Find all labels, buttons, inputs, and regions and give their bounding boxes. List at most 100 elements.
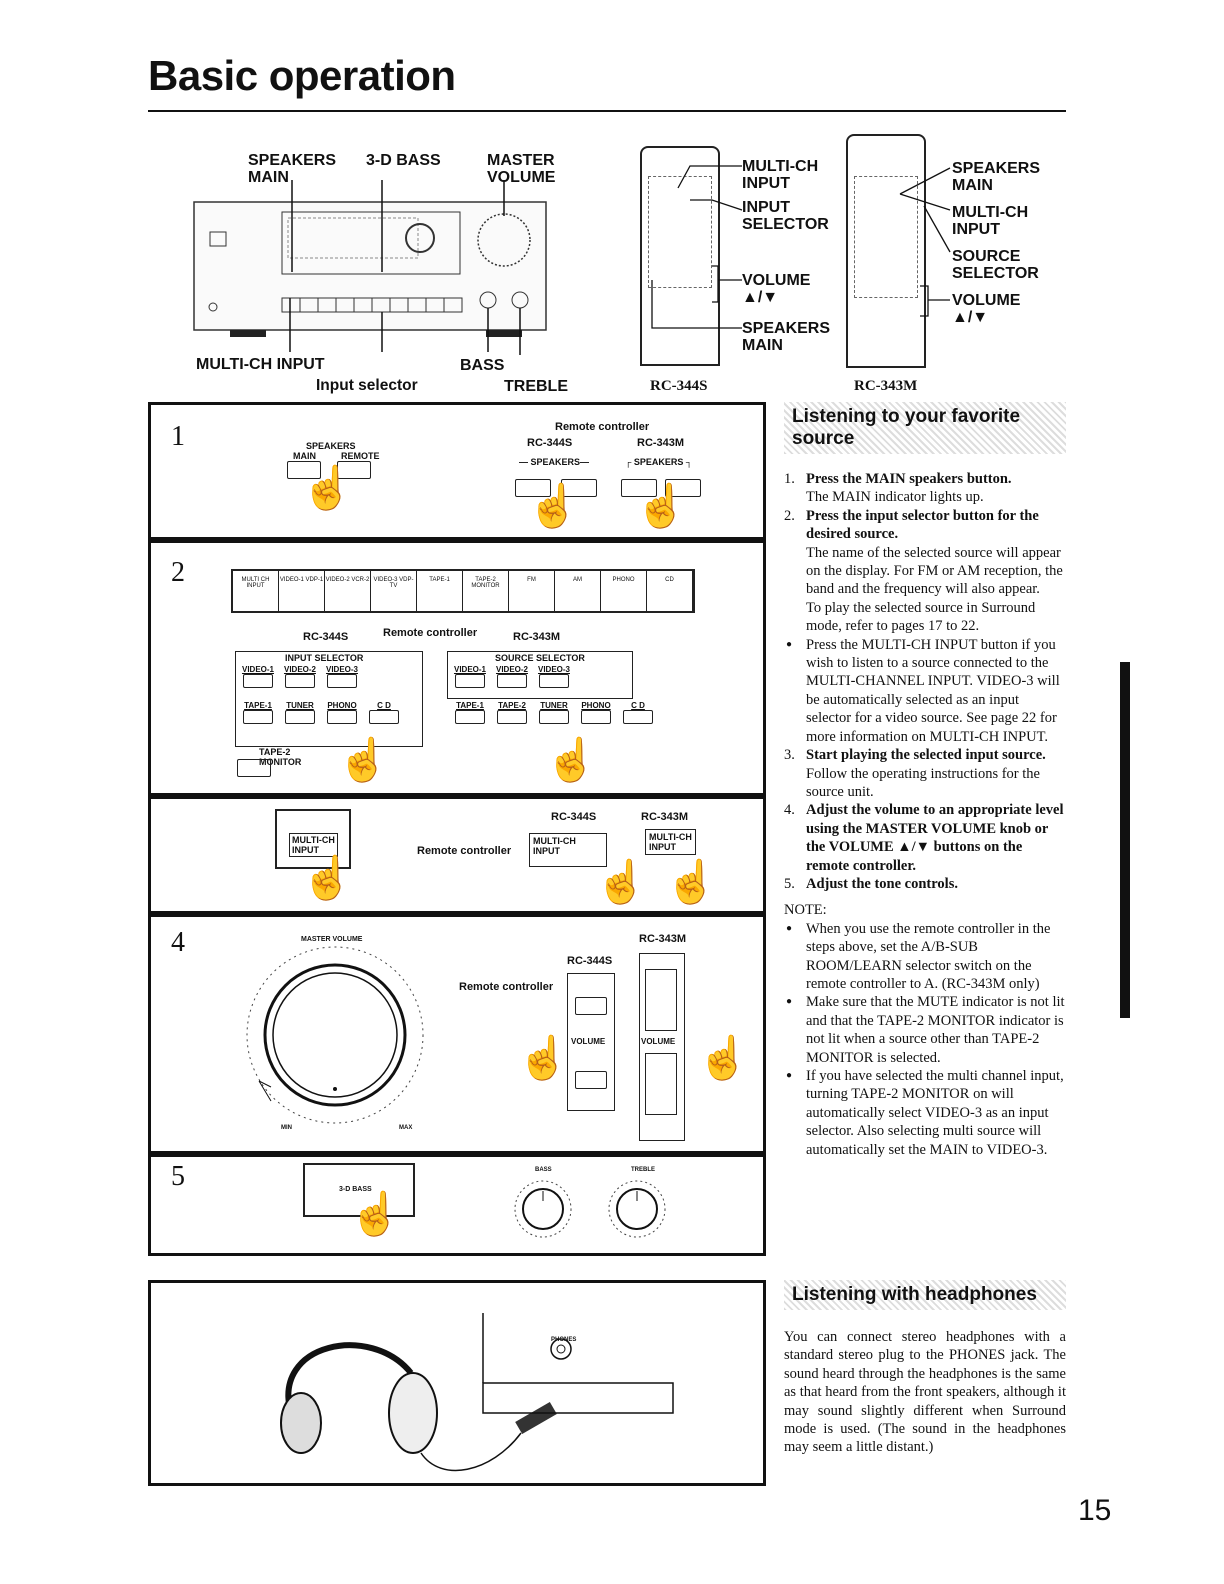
- remote-selector-button: VIDEO-1: [239, 665, 277, 690]
- step-text: The name of the selected source will app…: [806, 544, 1063, 598]
- step4-number: 4: [171, 927, 185, 958]
- remote-selector-button: VIDEO-3: [535, 665, 573, 690]
- pointing-hand-icon: ☝: [665, 858, 718, 905]
- remote-selector-key: [369, 710, 399, 724]
- step2-rc344s-label: RC-344S: [303, 631, 349, 643]
- step1-speakers-label: SPEAKERS: [306, 441, 356, 451]
- step1-remote-button: [337, 461, 371, 479]
- note-item: Make sure that the MUTE indicator is not…: [784, 993, 1066, 1067]
- rc344s-volume-label: VOLUME: [571, 1037, 606, 1046]
- label-multi-ch-input: MULTI-CH INPUT: [196, 356, 325, 373]
- front-selector-button: VIDEO-1 VDP-1: [279, 571, 325, 611]
- rc343m-label-source-selector: SOURCE SELECTOR: [952, 248, 1039, 282]
- step4-rc344s-label: RC-344S: [567, 955, 613, 967]
- front-multi-ch-input-button-outline: [275, 809, 351, 869]
- step-heading: Press the input selector button for the …: [806, 507, 1039, 543]
- rc344s-volume-down-button: [575, 1071, 607, 1089]
- front-selector-button: CD: [647, 571, 693, 611]
- rc344s-caption: RC-344S: [650, 378, 708, 394]
- remote-selector-button: VIDEO-2: [281, 665, 319, 690]
- rc343m-multi-ch-input-label: MULTI-CH INPUT: [645, 829, 696, 855]
- front-selector-button: VIDEO-3 VDP-TV: [371, 571, 417, 611]
- section1-body: 1. Press the MAIN speakers button. The M…: [784, 470, 1066, 1159]
- remote-selector-label: VIDEO-2: [283, 665, 316, 674]
- step2-rc343m-label: RC-343M: [513, 631, 561, 643]
- remote-selector-button: PHONO: [323, 701, 361, 726]
- section1-heading: Listening to your favorite source: [784, 402, 1066, 454]
- remote-selector-key: [455, 710, 485, 724]
- label-input-selector: Input selector: [316, 377, 418, 394]
- rc344s-volume-rocker: [567, 973, 615, 1111]
- side-tab-bar: [1120, 662, 1130, 1018]
- step3-remote-controller-label: Remote controller: [417, 845, 512, 857]
- instruction-step-2: 2. Press the input selector button for t…: [784, 507, 1066, 746]
- step1-remote-label: REMOTE: [341, 451, 380, 461]
- step4-master-volume-label: MASTER VOLUME: [301, 936, 363, 943]
- step4-remote-controller-label: Remote controller: [459, 981, 554, 993]
- remote-selector-label: VIDEO-3: [537, 665, 570, 674]
- step-text: To play the selected source in Surround …: [806, 599, 1036, 635]
- remote-selector-label: C D: [631, 701, 645, 710]
- label-bass: BASS: [460, 357, 505, 374]
- note-item: When you use the remote controller in th…: [784, 920, 1066, 994]
- remote-selector-key: [243, 710, 273, 724]
- rc343m-source-selector-group: [447, 651, 633, 699]
- instruction-step-5: 5. Adjust the tone controls.: [784, 875, 1066, 893]
- rc343m-remote-image: [846, 134, 926, 368]
- rc343m-source-selector-label: SOURCE SELECTOR: [495, 653, 585, 663]
- step-bullet: Press the MULTI-CH INPUT button if you w…: [784, 636, 1066, 746]
- remote-selector-button: VIDEO-3: [323, 665, 361, 690]
- instruction-step-4: 4. Adjust the volume to an appropriate l…: [784, 801, 1066, 875]
- step4-panel: 4 MASTER VOLUME MIN MAX RC-343M RC-344S …: [148, 914, 766, 1154]
- remote-selector-button: TUNER: [281, 701, 319, 726]
- front-3d-bass-button-outline: [303, 1163, 415, 1217]
- pointing-hand-icon: ☝: [337, 736, 390, 783]
- remote-selector-key: [285, 710, 315, 724]
- step1-rc344s-main-button: [515, 479, 551, 497]
- step3-panel: MULTI-CH INPUT ☝ Remote controller RC-34…: [148, 796, 766, 914]
- step3-rc343m-label: RC-343M: [641, 811, 689, 823]
- front-selector-button: MULTI CH INPUT: [233, 571, 279, 611]
- rc343m-volume-down-button: [645, 1053, 677, 1115]
- rc343m-label-speakers-main: SPEAKERS MAIN: [952, 160, 1041, 194]
- remote-selector-label: PHONO: [327, 701, 357, 710]
- remote-selector-button: TAPE-1: [239, 701, 277, 726]
- step4-max-label: MAX: [399, 1125, 413, 1131]
- front-selector-button: VIDEO-2 VCR-2: [325, 571, 371, 611]
- rc344s-label-multi-ch-input: MULTI-CH INPUT: [742, 158, 819, 192]
- instruction-step-1: 1. Press the MAIN speakers button. The M…: [784, 470, 1066, 507]
- step1-rc343m-speakers: ┌ SPEAKERS ┐: [625, 457, 693, 467]
- step3-rc344s-label: RC-344S: [551, 811, 597, 823]
- step1-main-label: MAIN: [293, 451, 316, 461]
- rc344s-multi-ch-input-label: MULTI-CH INPUT: [529, 833, 607, 867]
- remote-selector-label: TUNER: [286, 701, 314, 710]
- section2-heading: Listening with headphones: [784, 1280, 1066, 1310]
- remote-selector-key: [327, 710, 357, 724]
- rc344s-label-speakers-main: SPEAKERS MAIN: [742, 320, 831, 354]
- step5-3d-bass-label: 3-D BASS: [339, 1186, 372, 1193]
- remote-selector-label: VIDEO-1: [241, 665, 274, 674]
- remote-selector-button: TAPE-2: [493, 701, 531, 726]
- pointing-hand-icon: ☝: [545, 736, 598, 783]
- rc344s-tape2-monitor-label: TAPE-2 MONITOR: [259, 747, 302, 767]
- rc343m-caption: RC-343M: [854, 378, 918, 394]
- step-number: 2.: [784, 507, 795, 524]
- pointing-hand-icon: ☝: [301, 464, 354, 511]
- remote-selector-key: [243, 674, 273, 688]
- step-heading: Press the MAIN speakers button.: [806, 471, 1012, 487]
- step5-panel: 5 3-D BASS ☝ BASS TREBLE: [148, 1154, 766, 1256]
- rc343m-volume-rocker: [639, 953, 685, 1141]
- front-multi-ch-input-label: MULTI-CH INPUT: [289, 833, 338, 857]
- front-selector-button: TAPE-1: [417, 571, 463, 611]
- step-text: The MAIN indicator lights up.: [806, 489, 984, 506]
- rc343m-leader-lines: [899, 167, 951, 317]
- remote-selector-button: VIDEO-1: [451, 665, 489, 690]
- remote-selector-key: [497, 674, 527, 688]
- remote-selector-button: VIDEO-2: [493, 665, 531, 690]
- receiver-front-panel-image: [193, 180, 547, 355]
- step1-rc343m-main-button: [621, 479, 657, 497]
- remote-selector-label: VIDEO-2: [495, 665, 528, 674]
